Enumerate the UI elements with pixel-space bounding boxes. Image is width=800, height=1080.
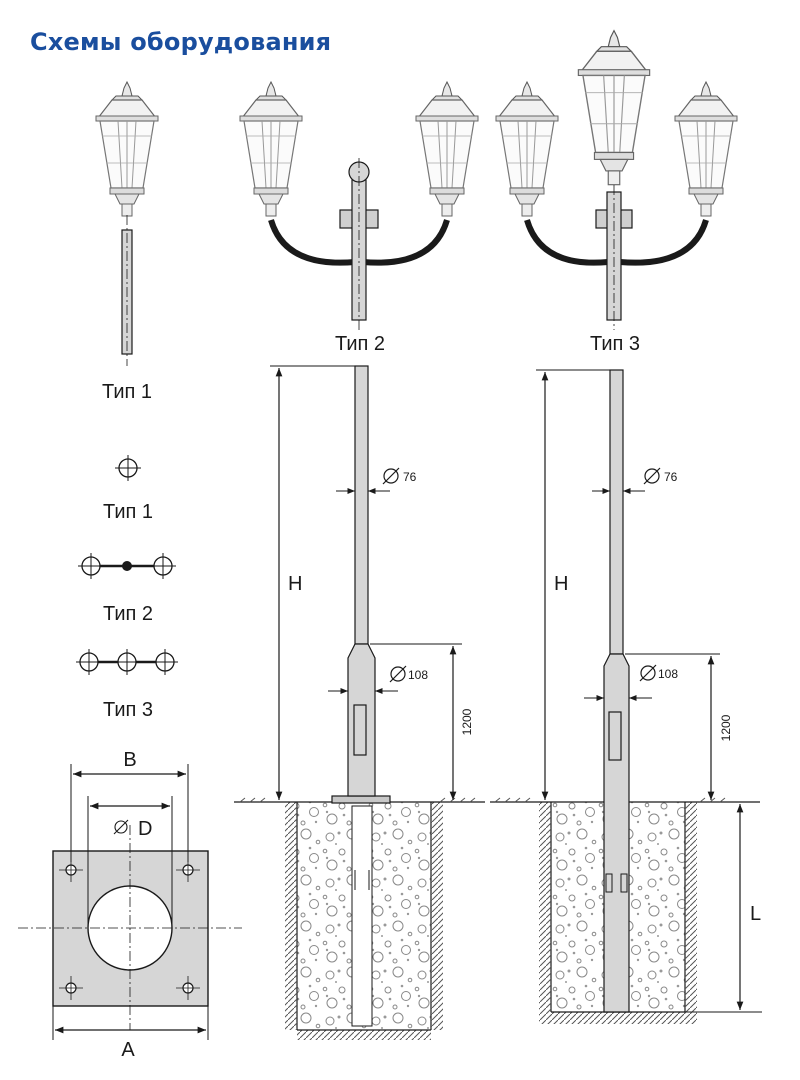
type2-plan-label: Тип 2 [103,603,153,625]
type3-arm-right [619,219,709,266]
type2-pole-shaft [354,365,369,645]
type2-arm-right [362,219,450,266]
type1-lamp-elevation [95,81,159,366]
type1-plan-symbol [114,454,142,482]
dim-a-label: A [121,1039,135,1061]
type2-dim-76: 76 [403,470,417,484]
type2-dim-h: H [288,573,302,595]
type3-pole-base [603,653,630,1013]
type2-plan-symbol [77,552,177,580]
type1-lantern [95,81,159,217]
type2-lantern-right [415,81,479,217]
type2-label: Тип 2 [335,333,385,355]
type3-dim-h: H [554,573,568,595]
type3-dim-1200: 1200 [719,714,733,741]
dim-b-label: B [123,749,136,771]
type1-plan-label: Тип 1 [103,501,153,523]
type3-lantern-top [577,29,651,186]
type2-lamp-elevation [239,81,479,330]
type3-service-hatch [608,711,622,761]
type2-lantern-left [239,81,303,217]
type3-label: Тип 3 [590,333,640,355]
type3-plan-label: Тип 3 [103,699,153,721]
type3-arm-left [524,219,609,266]
type3-dim-76: 76 [664,470,678,484]
type3-lantern-left [495,81,559,217]
type3-dim-108: 108 [658,667,678,681]
type3-dim-l: L [750,903,761,925]
type3-lantern-right [674,81,738,217]
type2-base-plate [331,795,391,804]
base-plate-drawing [18,764,242,1040]
type3-lamp-elevation [495,29,738,330]
type2-arm-left [268,219,356,266]
dim-d-label: D [138,818,152,840]
type3-pole-shaft [609,369,624,655]
type1-label: Тип 1 [102,381,152,403]
type2-service-hatch [353,704,367,756]
type3-pole-elevation [490,369,762,1024]
type2-pole-elevation [234,365,485,1040]
type2-dim-1200: 1200 [460,708,474,735]
page-title: Схемы оборудования [30,28,332,56]
type2-dim-108: 108 [408,668,428,682]
type3-plan-symbol [75,648,179,676]
